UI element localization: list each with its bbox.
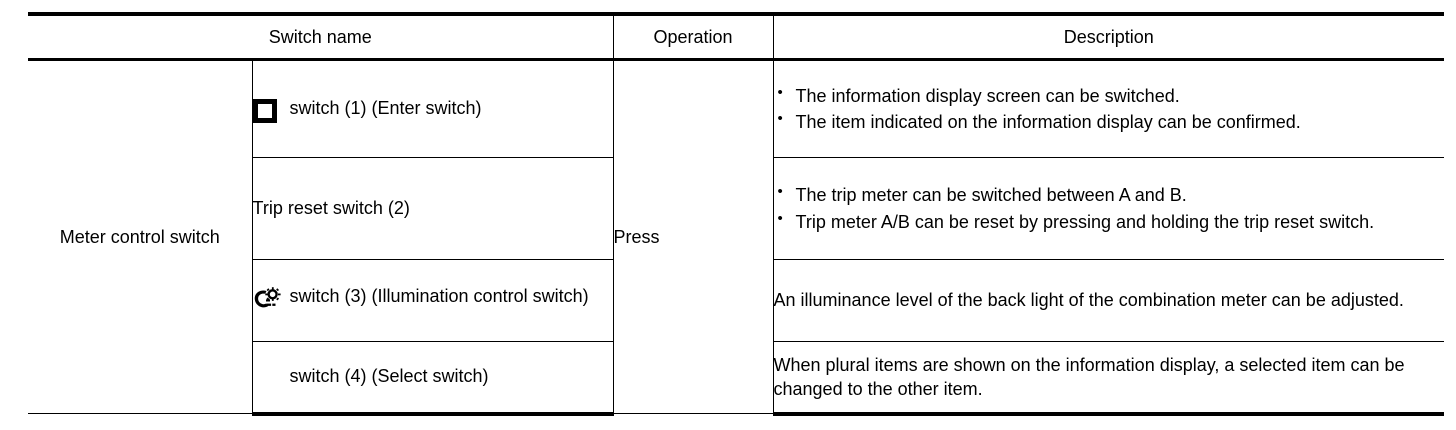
group-label: Meter control switch (59, 226, 220, 247)
description-bullet-list-1: The information display screen can be sw… (774, 83, 1445, 134)
switch-name-cell-1: switch (1) (Enter switch) (251, 59, 614, 158)
description-bullet: The information display screen can be sw… (774, 83, 1445, 108)
description-cell-2: The trip meter can be switched between A… (772, 157, 1445, 260)
column-header-switch-name: Switch name (28, 12, 614, 61)
column-header-description: Description (772, 12, 1445, 61)
switch-name-label-1: switch (1) (Enter switch) (289, 98, 482, 119)
table-body: Meter control switch switch (1) (Enter s… (28, 59, 1445, 416)
group-cell-meter-control-switch: Meter control switch (28, 59, 253, 414)
switch-name-label-3: switch (3) (Illumination control switch) (289, 286, 589, 307)
header-row: Switch name Operation Description (28, 12, 1445, 61)
operation-label: Press (613, 226, 660, 247)
switch-name-label-4: switch (4) (Select switch) (289, 366, 489, 387)
description-cell-1: The information display screen can be sw… (772, 59, 1445, 158)
description-cell-4: When plural items are shown on the infor… (772, 341, 1445, 416)
description-bullet: Trip meter A/B can be reset by pressing … (774, 208, 1445, 234)
operation-cell: Press (612, 59, 774, 414)
switch-specification-table: Switch name Operation Description Meter … (28, 12, 1445, 416)
switch-name-label-2: Trip reset switch (2) (252, 197, 410, 218)
description-text-4: When plural items are shown on the infor… (773, 354, 1405, 399)
description-bullet-list-2: The trip meter can be switched between A… (774, 182, 1445, 234)
description-cell-3: An illuminance level of the back light o… (772, 259, 1445, 342)
table-row: switch (3) (Illumination control switch)… (28, 259, 1445, 342)
table-header: Switch name Operation Description (28, 12, 1445, 61)
switch-name-cell-4: switch (4) (Select switch) (251, 341, 614, 416)
table-row: Meter control switch switch (1) (Enter s… (28, 59, 1445, 414)
switch-name-cell-2: Trip reset switch (2) (251, 157, 614, 260)
switch-name-cell-3: switch (3) (Illumination control switch) (251, 259, 614, 342)
description-text-3: An illuminance level of the back light o… (773, 290, 1404, 311)
column-header-operation: Operation (612, 12, 774, 61)
illumination-lamp-icon (253, 287, 283, 317)
description-bullet: The item indicated on the information di… (774, 109, 1445, 134)
table-row: switch (4) (Select switch) When plural i… (28, 341, 1445, 416)
description-bullet: The trip meter can be switched between A… (774, 182, 1445, 207)
